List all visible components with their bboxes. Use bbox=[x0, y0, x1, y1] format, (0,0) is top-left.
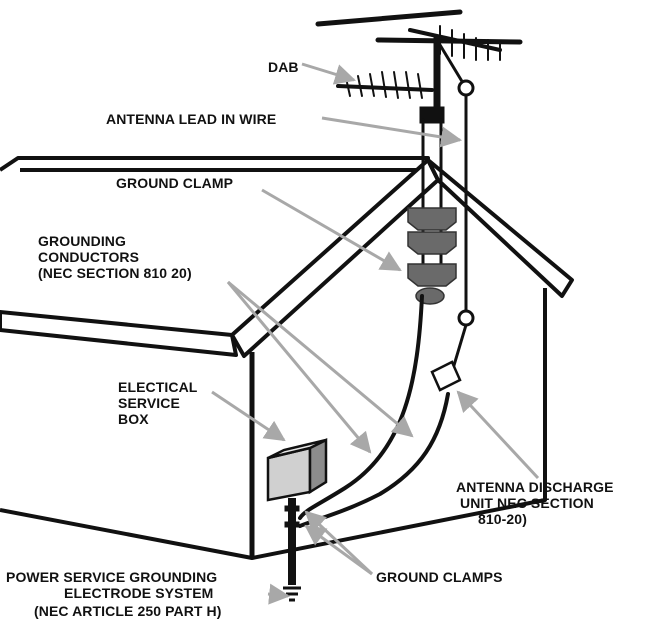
label-ground-clamp: GROUND CLAMP bbox=[116, 175, 233, 191]
side-wall-base bbox=[0, 508, 253, 560]
arrow-ground-clamp bbox=[261, 188, 402, 272]
roof-back-ridge bbox=[0, 156, 430, 172]
mast-clamp-1 bbox=[407, 207, 457, 231]
label-service-box-2: SERVICE bbox=[118, 395, 180, 411]
dab-antenna-elements bbox=[345, 71, 423, 99]
arrow-conductors-1 bbox=[226, 281, 372, 454]
insulator-top bbox=[457, 79, 475, 97]
mast-base-top bbox=[419, 106, 445, 124]
label-discharge-unit-3: 810-20) bbox=[478, 511, 527, 527]
antenna-elements bbox=[439, 25, 501, 61]
antenna-assembly bbox=[315, 9, 523, 327]
label-power-grounding-3: (NEC ARTICLE 250 PART H) bbox=[34, 603, 222, 619]
arrow-service-box bbox=[211, 390, 286, 442]
label-grounding-conductors-2: CONDUCTORS bbox=[38, 249, 139, 265]
roof-left-eave bbox=[0, 310, 238, 357]
antenna-boom-top bbox=[315, 9, 463, 27]
mast-clamp-2 bbox=[407, 231, 457, 255]
insulator-bottom bbox=[457, 309, 475, 327]
mast-pipe bbox=[421, 118, 443, 287]
arrow-power-grounding bbox=[267, 583, 291, 605]
arrow-discharge bbox=[456, 390, 540, 480]
house bbox=[0, 156, 574, 560]
labels: DAB ANTENNA LEAD IN WIRE GROUND CLAMP GR… bbox=[6, 59, 614, 619]
label-discharge-unit-1: ANTENNA DISCHARGE bbox=[456, 479, 614, 495]
label-grounding-conductors-1: GROUNDING bbox=[38, 233, 126, 249]
discharge-lead bbox=[450, 323, 468, 374]
label-grounding-conductors-3: (NEC SECTION 810 20) bbox=[38, 265, 192, 281]
arrow-clamps-2 bbox=[304, 524, 373, 576]
mast-ground-clamps bbox=[407, 207, 457, 305]
service-box bbox=[266, 437, 328, 502]
antenna-boom-mid bbox=[408, 28, 502, 52]
mast-support bbox=[435, 38, 468, 90]
arrow-clamps-1 bbox=[304, 510, 374, 576]
label-power-grounding-2: ELECTRODE SYSTEM bbox=[64, 585, 213, 601]
label-service-box-3: BOX bbox=[118, 411, 149, 427]
service-box-top bbox=[267, 438, 327, 460]
electrode-clamp-2 bbox=[284, 521, 300, 528]
arrow-dab bbox=[301, 62, 357, 85]
pointer-arrows bbox=[211, 62, 540, 605]
label-power-grounding-1: POWER SERVICE GROUNDING bbox=[6, 569, 217, 585]
label-ground-clamps: GROUND CLAMPS bbox=[376, 569, 503, 585]
arrow-lead-in bbox=[321, 116, 463, 148]
antenna-boom-main bbox=[375, 37, 523, 45]
arrow-conductors-2 bbox=[227, 280, 414, 438]
label-antenna-lead-in: ANTENNA LEAD IN WIRE bbox=[106, 111, 276, 127]
conductor-from-mast bbox=[298, 294, 424, 520]
label-service-box-1: ELECTICAL bbox=[118, 379, 198, 395]
mast-clamp-3 bbox=[407, 263, 457, 287]
gable-right-slope bbox=[426, 158, 574, 298]
label-dab: DAB bbox=[268, 59, 299, 75]
antenna-discharge-unit bbox=[430, 360, 462, 392]
electrode-clamp-1 bbox=[284, 505, 300, 512]
label-discharge-unit-2: UNIT NEC SECTION bbox=[460, 495, 594, 511]
